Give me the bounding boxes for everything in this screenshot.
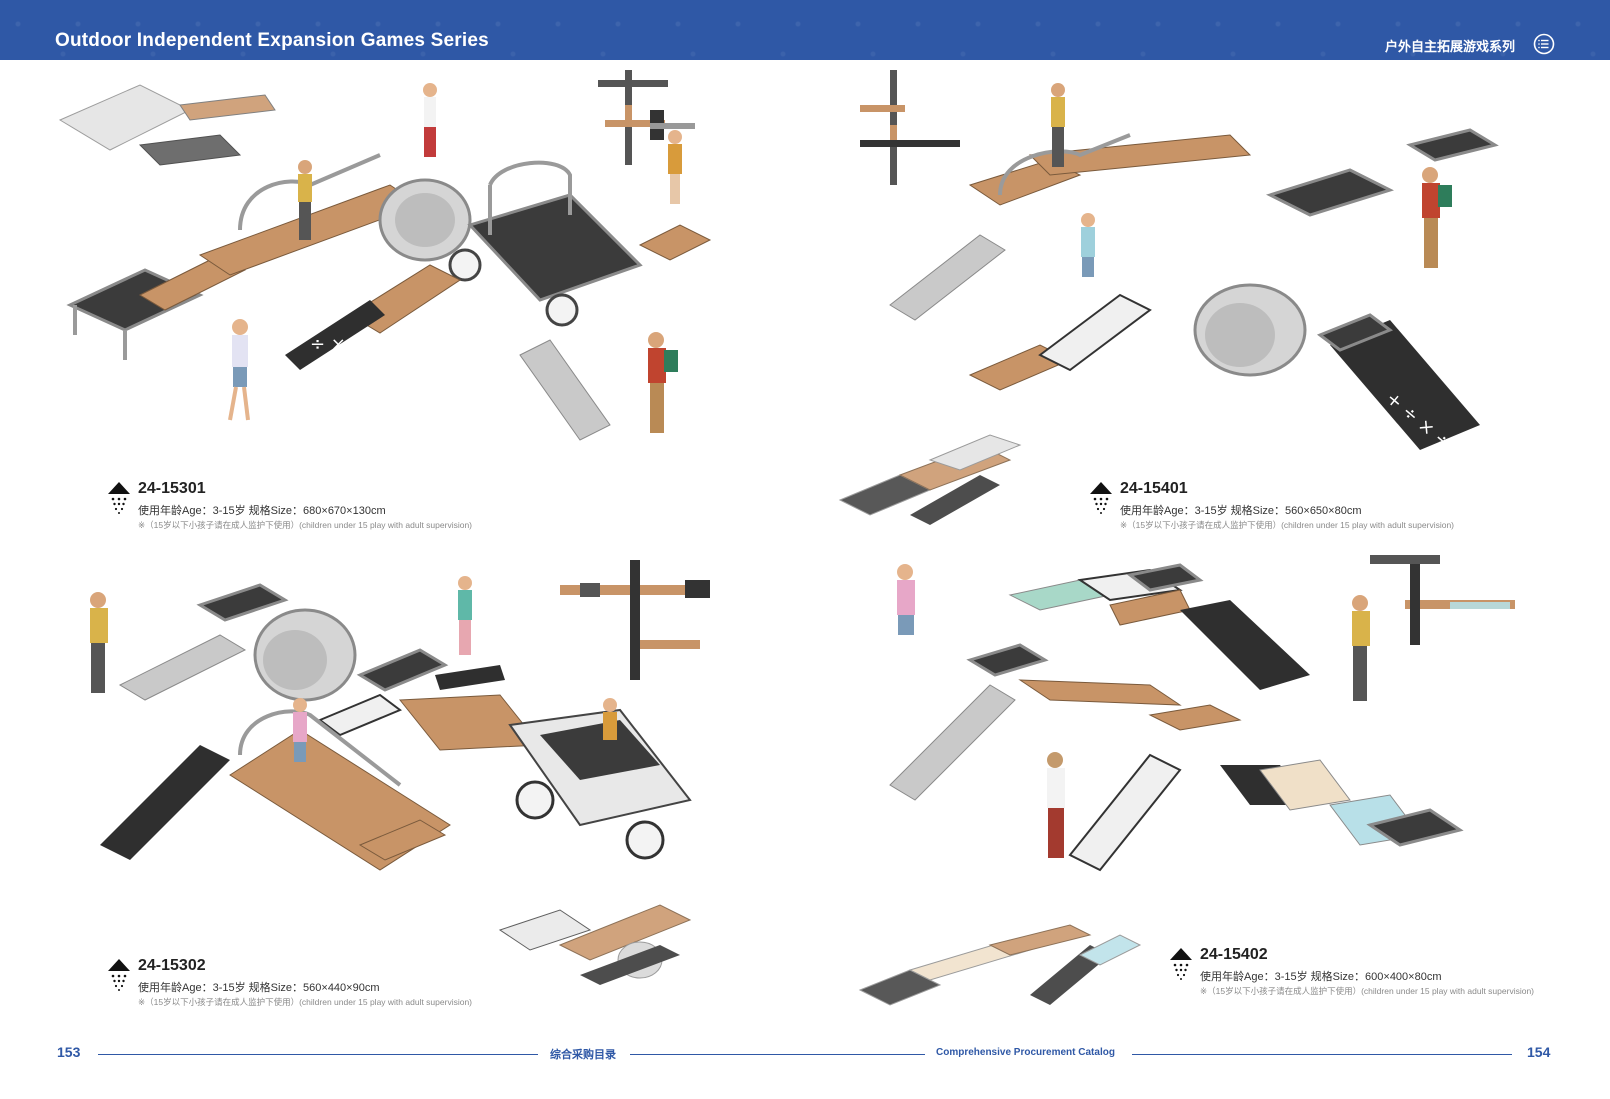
layout-plan-view [598,70,695,165]
layout-thumbnail [498,904,692,985]
product-code: 24-15401 [1120,480,1188,497]
layout-thumbnail [838,434,1022,525]
header-bar: Outdoor Independent Expansion Games Seri… [0,0,1610,60]
product-spec: 使用年龄Age：3-15岁 规格Size：560×650×80cm [1120,505,1362,517]
page-number-right: 154 [1527,1044,1551,1060]
equipment-main [889,563,1464,872]
layout-plan-view [860,70,960,185]
product-spec: 使用年龄Age：3-15岁 规格Size：600×400×80cm [1200,971,1442,983]
child-figure [897,564,915,635]
child-figure [648,332,678,433]
catalog-title-en: Comprehensive Procurement Catalog [936,1047,1115,1058]
product-code: 24-15302 [138,957,206,974]
catalog-title-cn: 综合采购目录 [550,1049,616,1061]
layout-thumbnail [858,924,1142,1006]
page-title: Outdoor Independent Expansion Games Seri… [55,30,489,51]
child-figure [298,160,312,240]
footer: 153 综合采购目录 Comprehensive Procurement Cat… [0,1040,1610,1070]
child-figure [1081,213,1095,277]
equipment-main: ÷ × − + [66,153,712,441]
product-triangle-icon [1090,482,1112,514]
child-figure [668,130,682,204]
product-illustration-15402 [858,555,1515,1006]
page-number-left: 153 [57,1044,81,1060]
product-spec: 使用年龄Age：3-15岁 规格Size：680×670×130cm [138,505,386,517]
child-figure [1422,167,1452,268]
child-figure [603,698,617,740]
footer-divider [98,1054,538,1055]
product-triangle-icon [108,959,130,991]
layout-thumbnail [58,84,276,166]
child-figure [1352,595,1370,701]
footer-divider [630,1054,925,1055]
product-code: 24-15301 [138,480,206,497]
product-triangle-icon [108,482,130,514]
child-figure [90,592,108,693]
product-triangle-icon [1170,948,1192,980]
page-title-cn: 户外自主拓展游戏系列 [1384,39,1515,54]
product-note: ※（15岁以下小孩子请在成人监护下使用）(children under 15 p… [138,997,473,1007]
child-figure [293,698,307,762]
equipment-main: + ÷ × ÷ [889,128,1499,454]
layout-plan-view [1370,555,1515,645]
product-note: ※（15岁以下小孩子请在成人监护下使用）(children under 15 p… [1200,986,1535,996]
child-figure [423,83,437,157]
product-illustration-15401: + ÷ × ÷ [838,70,1499,525]
child-figure [1047,752,1065,858]
equipment-main [100,583,692,871]
product-code: 24-15402 [1200,946,1268,963]
product-note: ※（15岁以下小孩子请在成人监护下使用）(children under 15 p… [138,520,473,530]
product-note: ※（15岁以下小孩子请在成人监护下使用）(children under 15 p… [1120,520,1455,530]
layout-plan-view [560,560,710,680]
product-illustration-15302 [90,560,710,985]
child-figure [228,319,250,421]
svg-text:÷ × − +: ÷ × − + [310,334,388,355]
child-figure [1051,83,1065,167]
list-circle-icon [1533,33,1555,55]
product-spec: 使用年龄Age：3-15岁 规格Size：560×440×90cm [138,982,380,994]
footer-divider [1132,1054,1512,1055]
child-figure [458,576,472,655]
product-illustration-15301: ÷ × − + [58,70,712,441]
